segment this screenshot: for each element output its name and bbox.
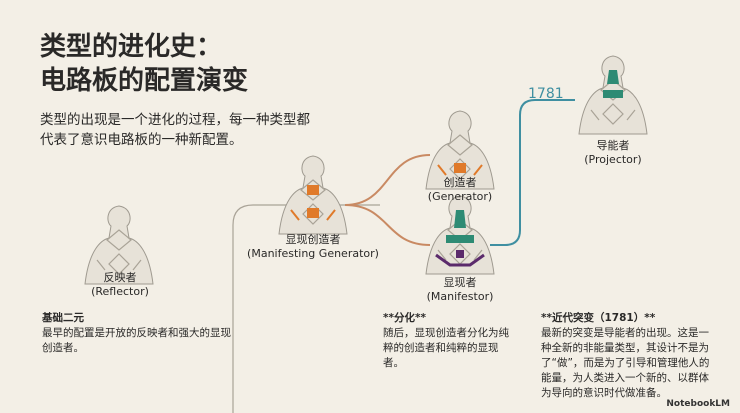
manifestor-figure xyxy=(425,195,495,275)
note-basic-duality: 基础二元 最早的配置是开放的反映者和强大的显现创造者。 xyxy=(42,311,232,356)
projector-en: (Projector) xyxy=(584,153,642,166)
notebooklm-logo: NotebookLM xyxy=(666,399,730,409)
note-2-title: **分化** xyxy=(383,312,426,324)
note-2-body: 随后，显现创造者分化为纯粹的创造者和纯粹的显现者。 xyxy=(383,327,509,369)
branch-to-generator xyxy=(344,154,431,206)
reflector-en: (Reflector) xyxy=(91,285,149,298)
generator-figure xyxy=(425,110,495,190)
manifestor-name: 显现者 xyxy=(443,276,477,289)
note-modern-mutation: **近代突变（1781）** 最新的突变是导能者的出现。这是一种全新的非能量类型… xyxy=(541,311,719,401)
base-line xyxy=(232,204,380,413)
generator-label: 创造者 (Generator) xyxy=(428,176,492,204)
reflector-name: 反映者 xyxy=(103,271,137,284)
note-1-title: 基础二元 xyxy=(42,312,84,324)
title-line-2: 电路板的配置演变 xyxy=(40,66,249,96)
projector-figure xyxy=(578,55,648,135)
mg-label: 显现创造者 (Manifesting Generator) xyxy=(247,233,379,261)
title-line-1: 类型的进化史： xyxy=(40,32,223,62)
manifestor-label: 显现者 (Manifestor) xyxy=(427,276,494,304)
generator-en: (Generator) xyxy=(427,190,493,203)
note-3-body: 最新的突变是导能者的出现。这是一种全新的非能量类型，其设计不是为了“做”，而是为… xyxy=(541,327,710,399)
reflector-label: 反映者 (Reflector) xyxy=(91,271,149,299)
intro-text: 类型的出现是一个进化的过程，每一种类型都代表了意识电路板的一种新配置。 xyxy=(40,112,310,148)
branch-to-projector xyxy=(490,99,575,246)
year-marker: 1781 xyxy=(528,86,564,102)
page-title: 类型的进化史： 电路板的配置演变 xyxy=(40,30,248,98)
note-3-title: **近代突变（1781）** xyxy=(541,312,656,324)
note-1-body: 最早的配置是开放的反映者和强大的显现创造者。 xyxy=(42,327,231,354)
projector-label: 导能者 (Projector) xyxy=(584,139,641,167)
mg-name: 显现创造者 xyxy=(285,233,341,246)
generator-name: 创造者 xyxy=(443,176,477,189)
mg-en: (Manifesting Generator) xyxy=(247,247,379,260)
branch-to-manifestor xyxy=(344,204,431,246)
note-differentiation: **分化** 随后，显现创造者分化为纯粹的创造者和纯粹的显现者。 xyxy=(383,311,518,371)
manifestor-en: (Manifestor) xyxy=(426,290,494,303)
manifesting-generator-figure xyxy=(278,155,348,235)
projector-name: 导能者 xyxy=(596,139,630,152)
